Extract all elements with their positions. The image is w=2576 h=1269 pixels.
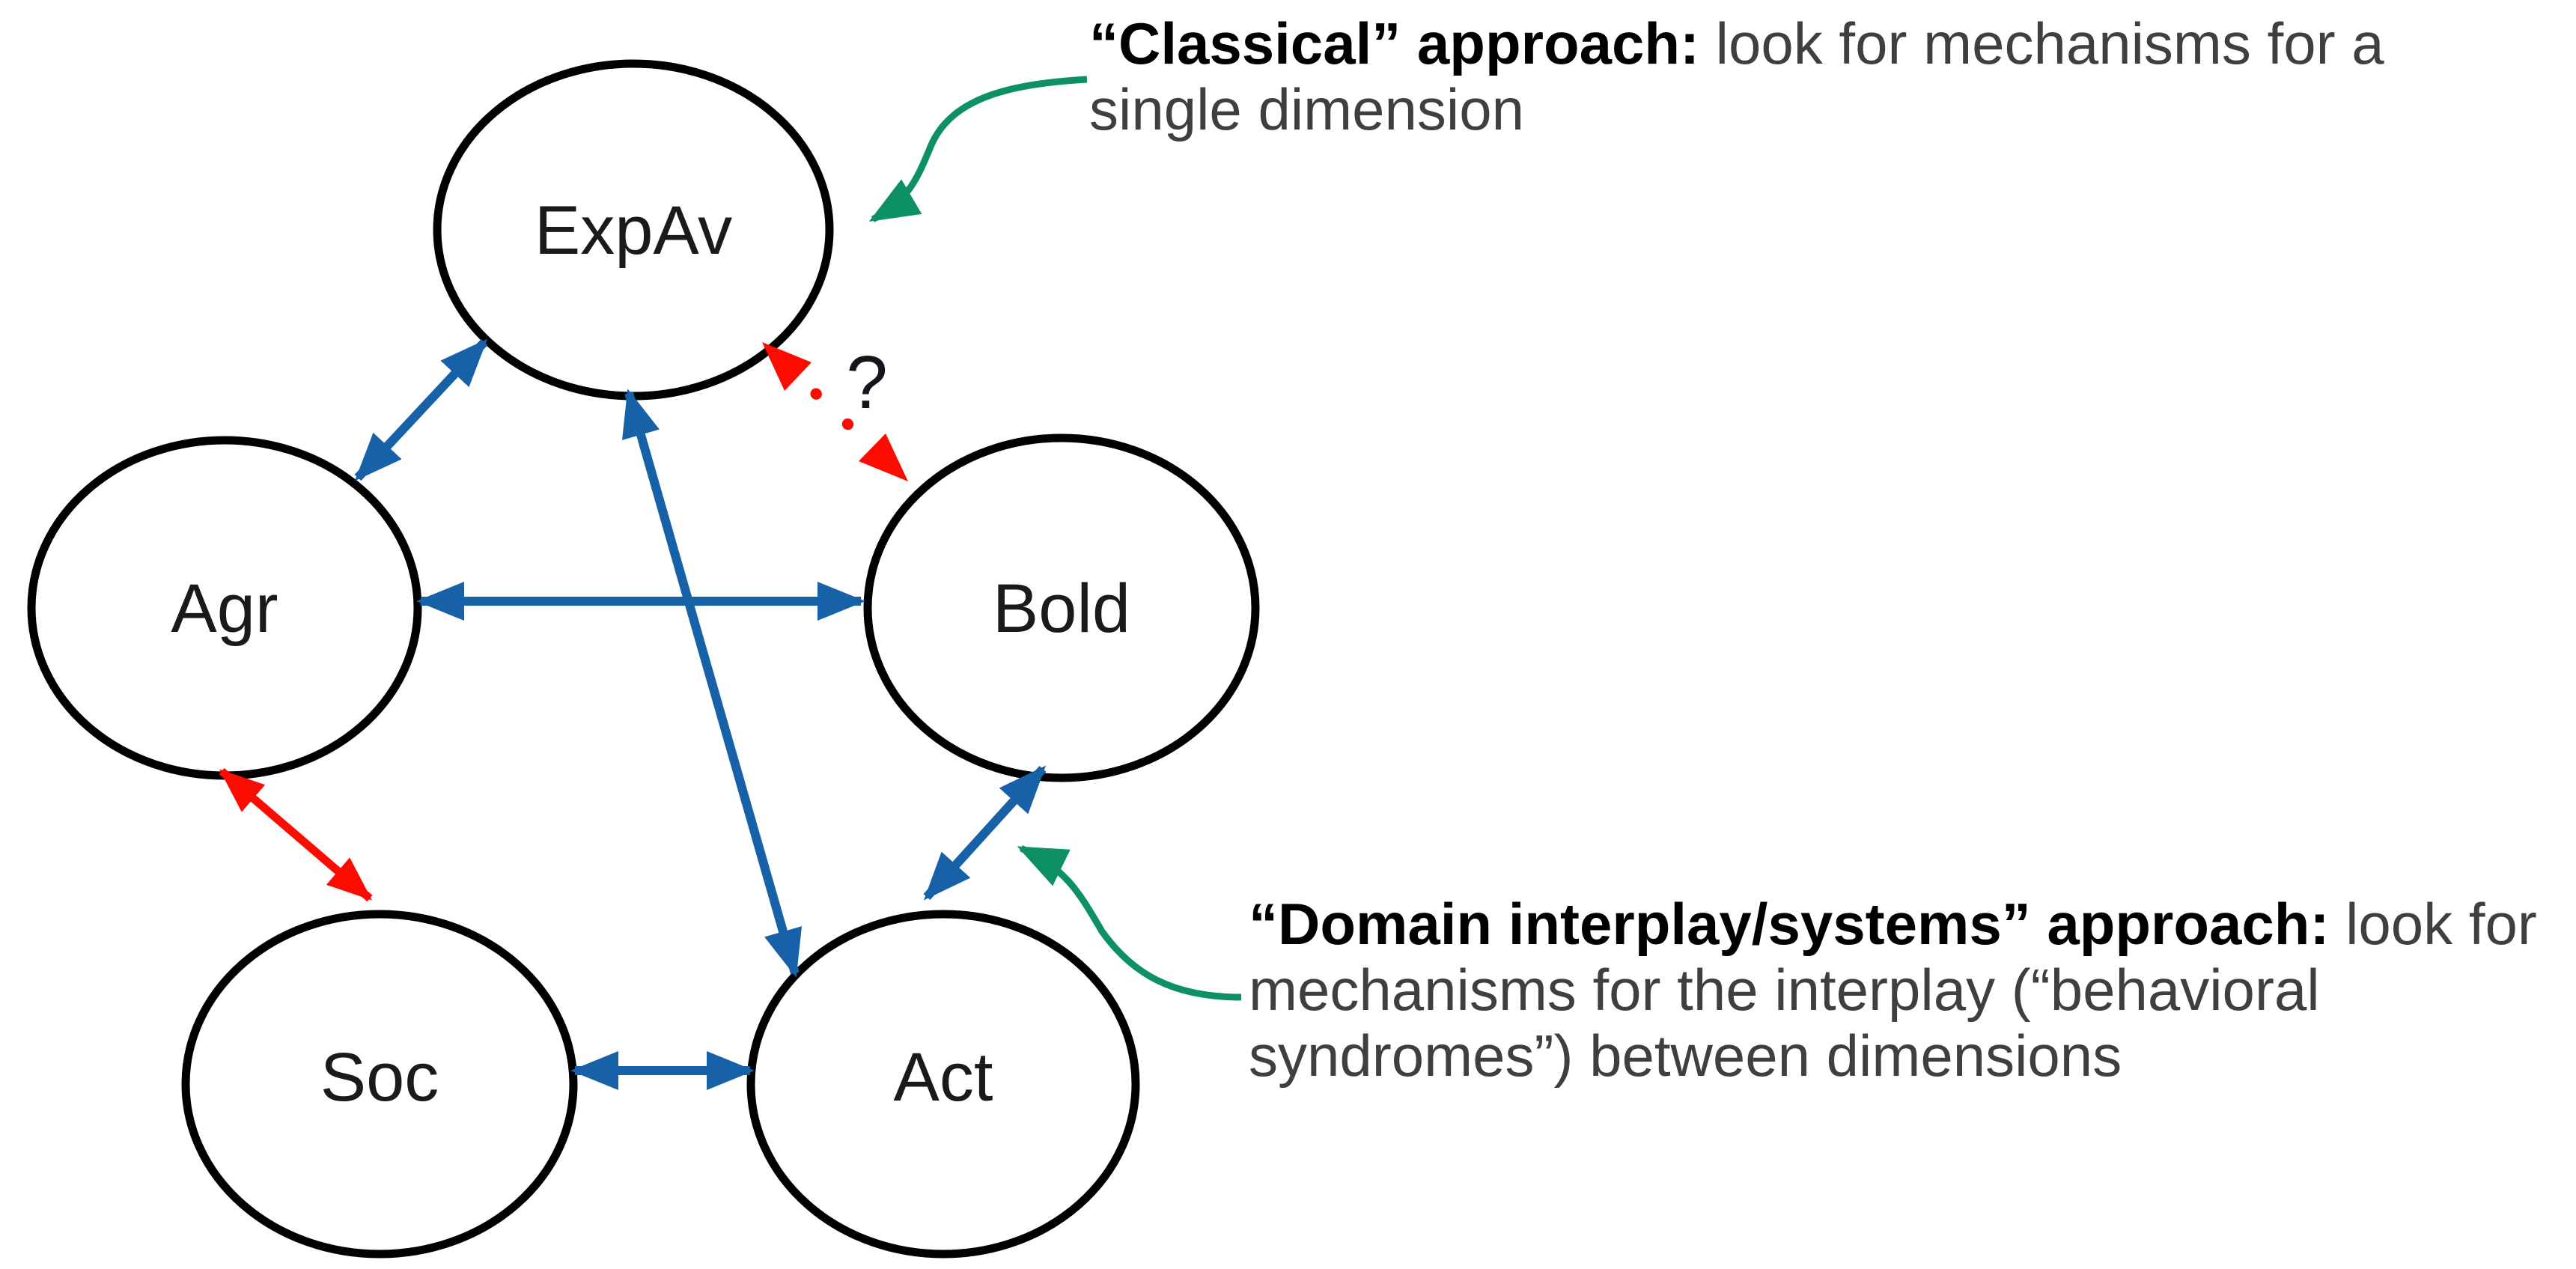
domain-callout-arrow [1017,845,1242,1001]
node-soc-label: Soc [320,1039,439,1116]
annotation-classical-bold: “Classical” approach: [1089,10,1699,76]
edge-expav-bold-dotted-shaft [810,388,889,464]
node-agr-label: Agr [171,570,278,647]
annotation-domain-bold: “Domain interplay/systems” approach: [1249,891,2330,957]
classical-callout-arrow [868,76,1088,222]
edge-bold-act [923,765,1047,901]
question-mark-label: ? [846,341,888,424]
annotation-classical-line1: “Classical” approach: look for mechanism… [1089,10,2384,76]
annotation-classical-rest: look for mechanisms for a [1699,10,2384,76]
node-bold-label: Bold [993,570,1130,647]
edge-expav-agr [354,338,488,481]
edge-expav-bold-head-lower [859,433,908,481]
annotation-classical-line2: single dimension [1089,76,1525,142]
node-expav-label: ExpAv [535,192,732,269]
annotation-domain-line3: syndromes”) between dimensions [1249,1023,2122,1089]
annotation-domain-line2: mechanisms for the interplay (“behaviora… [1249,957,2320,1023]
node-bold-circle [863,433,1260,782]
annotation-domain-line1: “Domain interplay/systems” approach: loo… [1249,891,2537,957]
edge-expav-act [621,389,803,978]
edge-agr-soc [219,767,373,902]
annotation-classical: “Classical” approach: look for mechanism… [1089,10,2384,142]
annotation-domain: “Domain interplay/systems” approach: loo… [1249,891,2537,1089]
edge-expav-bold-head-upper [762,342,812,391]
node-act-label: Act [894,1039,993,1116]
annotation-domain-rest: look for [2329,891,2537,957]
